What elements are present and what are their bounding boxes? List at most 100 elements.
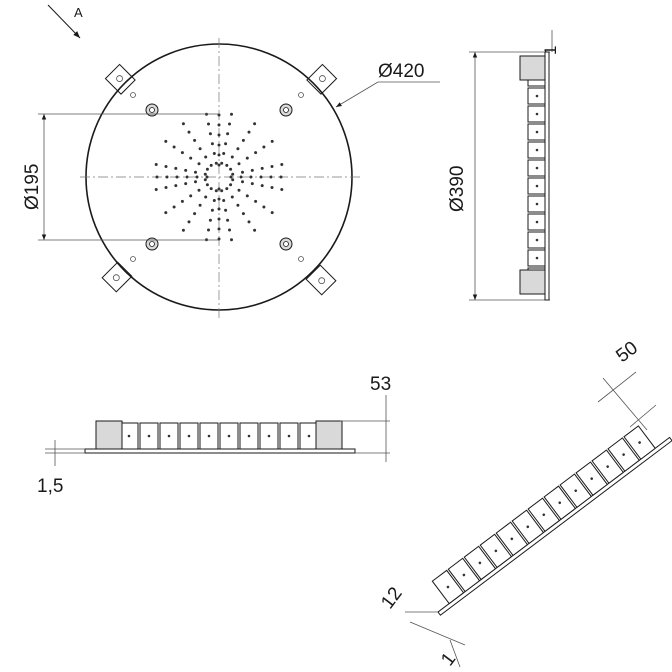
nozzle [241,170,244,174]
nozzle [212,199,216,202]
nozzle [197,188,201,192]
iso-block-dot [494,549,498,553]
nozzle [230,238,233,242]
side-block-dot [535,184,539,188]
nozzle [195,175,199,179]
iso-block-dot [478,561,482,565]
nozzle [180,151,184,155]
nozzle [228,228,231,232]
nozzle [185,175,189,179]
nozzle [203,172,207,176]
side-block-dot [535,112,539,116]
nozzle [226,132,230,136]
nozzle [280,188,284,191]
iso-plate-label: 1 [437,649,460,670]
nozzle [245,156,249,160]
nozzle [226,218,230,222]
top-view: A [22,4,440,318]
nozzle [194,180,197,184]
mounting-tab-top-left [104,63,136,95]
front-body-stack [95,420,343,450]
nozzle [237,162,241,166]
nozzle [207,228,210,232]
nozzle [164,139,168,143]
nozzle [250,182,254,186]
nozzle [231,178,235,182]
nozzle [230,195,234,199]
nozzle [253,122,257,126]
side-block-dot [535,238,539,242]
nozzle [237,188,241,192]
nozzle [253,228,257,232]
nozzle [205,167,209,171]
view-arrow-a: A [47,4,83,39]
nozzle [181,122,185,126]
nozzle [241,212,245,216]
nozzle [249,175,253,179]
nozzle [194,170,197,174]
dimension-nozzle-diameter: Ø195 [22,113,219,241]
nozzle [270,165,274,168]
nozzle [250,168,254,172]
side-view: Ø390 1 [447,30,560,301]
nozzle [189,156,193,160]
nozzle [260,166,264,170]
nozzle [225,187,229,191]
nozzle [220,161,224,165]
nozzle [217,227,221,231]
nozzle [241,138,245,142]
nozzle [220,189,224,193]
side-bracket [519,269,546,295]
nozzle-field [154,112,284,242]
isometric-view: 50 12 1 [377,337,672,670]
nozzle [262,205,266,209]
nozzle [209,163,213,167]
nozzle [181,228,185,232]
nozzle [217,163,221,167]
nozzle [247,130,251,134]
nozzle [217,123,221,127]
nozzle [228,122,231,126]
nozzle [205,183,209,187]
nozzle [217,143,221,147]
front-block-dot [267,434,271,438]
nozzle [224,208,228,212]
side-diameter-label: Ø390 [447,166,468,212]
nozzle [217,207,221,211]
nozzle [184,168,188,172]
iso-block-dot [590,477,593,480]
nozzle [187,220,191,224]
nozzle [236,147,240,151]
nozzle [231,172,235,176]
nozzle [212,152,216,155]
nozzle [260,184,264,188]
nozzle [217,187,221,191]
nozzle [262,145,266,149]
mounting-tab-top-right [306,63,338,95]
side-block-dot [535,148,539,152]
nozzle [203,178,207,182]
front-block-dot [147,434,151,438]
nozzle [204,195,208,199]
side-block-dot [535,220,539,224]
nozzle [217,217,221,221]
front-block-dot [247,434,251,438]
front-block-dot [167,434,171,438]
nozzle [207,122,210,126]
nozzle [193,212,197,216]
nozzle [280,163,284,166]
nozzle [214,189,218,193]
iso-block-dot [446,585,450,589]
front-block-dot [227,434,231,438]
side-block-dot [535,202,539,206]
nozzle [210,208,214,212]
nozzle [164,186,168,189]
nozzle [164,165,168,168]
nozzle [198,203,202,207]
nozzle [208,218,212,222]
iso-block-dot [606,465,609,468]
screw-holes [130,92,304,262]
nozzle [279,175,283,179]
nozzle [205,175,209,179]
front-block-dot [187,434,191,438]
